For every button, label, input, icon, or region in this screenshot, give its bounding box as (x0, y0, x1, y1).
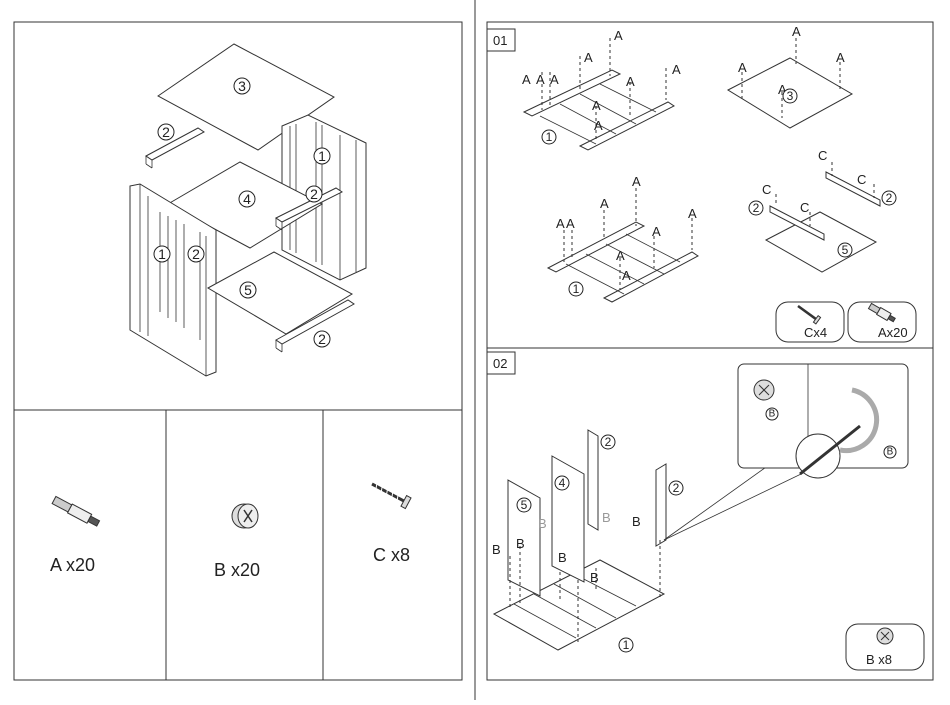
svg-text:2: 2 (192, 246, 200, 262)
svg-text:B: B (590, 570, 599, 585)
svg-text:1: 1 (158, 246, 166, 262)
svg-text:2: 2 (310, 186, 318, 202)
svg-text:2: 2 (886, 191, 893, 205)
hardware-label-b: B x20 (214, 560, 260, 580)
svg-text:A: A (836, 50, 845, 65)
svg-text:5: 5 (244, 282, 252, 298)
svg-text:A: A (536, 72, 545, 87)
cam-bolt-icon (52, 496, 101, 528)
svg-text:B: B (769, 409, 776, 420)
svg-text:Cx4: Cx4 (804, 325, 827, 340)
part-label-1: 1 (154, 246, 170, 262)
svg-text:A: A (632, 174, 641, 189)
svg-text:4: 4 (243, 191, 251, 207)
hardware-box-cam-bolts: Ax20 (848, 302, 916, 342)
svg-text:A: A (584, 50, 593, 65)
svg-text:1: 1 (573, 282, 580, 296)
hardware-label-c: C x8 (373, 545, 410, 565)
svg-text:C: C (762, 182, 771, 197)
svg-text:3: 3 (238, 78, 246, 94)
cam-lock-icon (754, 380, 774, 400)
svg-text:5: 5 (521, 498, 528, 512)
part-label-4: 4 (239, 191, 255, 207)
svg-text:1: 1 (546, 130, 553, 144)
svg-text:B: B (516, 536, 525, 551)
svg-text:1: 1 (318, 148, 326, 164)
step-01: 01 A A A A A A A A A 1 (487, 24, 916, 342)
part-label-2: 2 (188, 246, 204, 262)
svg-text:5: 5 (842, 243, 849, 257)
hardware-box-cam-locks: B x8 (846, 624, 924, 670)
part-label-2: 2 (306, 186, 322, 202)
svg-text:B: B (632, 514, 641, 529)
side-frame-bottom: A A A A A A A A 1 (548, 174, 698, 302)
svg-text:A: A (592, 98, 601, 113)
svg-text:B: B (558, 550, 567, 565)
cam-lock-icon (877, 628, 893, 644)
part-label-3: 3 (234, 78, 250, 94)
svg-text:A: A (594, 118, 603, 133)
svg-text:A: A (792, 24, 801, 39)
svg-text:A: A (614, 28, 623, 43)
cam-lock-icon (232, 504, 258, 528)
svg-text:A: A (652, 224, 661, 239)
svg-text:A: A (616, 248, 625, 263)
hardware-box-screws: Cx4 (776, 302, 844, 342)
step-number: 02 (493, 356, 507, 371)
svg-text:C: C (800, 200, 809, 215)
part-label-1: 1 (314, 148, 330, 164)
svg-text:A: A (556, 216, 565, 231)
part-label-2: 2 (314, 331, 330, 347)
svg-text:2: 2 (162, 124, 170, 140)
svg-text:2: 2 (318, 331, 326, 347)
part-label-5: 5 (240, 282, 256, 298)
svg-text:B: B (538, 516, 547, 531)
svg-text:B: B (602, 510, 611, 525)
svg-text:A: A (566, 216, 575, 231)
svg-text:Ax20: Ax20 (878, 325, 908, 340)
svg-text:2: 2 (605, 435, 612, 449)
svg-text:2: 2 (753, 201, 760, 215)
step-number: 01 (493, 33, 507, 48)
hardware-label-a: A x20 (50, 555, 95, 575)
svg-text:A: A (626, 74, 635, 89)
side-frame-top: A A A A A A A A A 1 (522, 28, 681, 150)
svg-text:A: A (688, 206, 697, 221)
part-label-2: 2 (158, 124, 174, 140)
svg-text:1: 1 (623, 638, 630, 652)
svg-text:B x8: B x8 (866, 652, 892, 667)
svg-text:A: A (600, 196, 609, 211)
svg-text:C: C (818, 148, 827, 163)
svg-text:B: B (492, 542, 501, 557)
svg-text:C: C (857, 172, 866, 187)
svg-text:A: A (550, 72, 559, 87)
svg-text:A: A (672, 62, 681, 77)
svg-text:A: A (738, 60, 747, 75)
top-board-3: A A A A 3 (728, 24, 852, 128)
svg-text:2: 2 (673, 481, 680, 495)
svg-text:A: A (522, 72, 531, 87)
svg-text:B: B (887, 447, 894, 458)
screw-icon (369, 479, 411, 509)
step-02: 02 1 4 5 2 2 B B B B B B B (487, 352, 924, 670)
svg-text:4: 4 (559, 476, 566, 490)
svg-text:3: 3 (787, 89, 794, 103)
hardware-list: A x20 B x20 C x8 (50, 479, 411, 580)
svg-text:A: A (622, 268, 631, 283)
bottom-board-5: C C C C 2 2 5 (749, 148, 896, 272)
exploded-view: 3 2 1 4 2 1 2 5 2 (130, 44, 366, 376)
